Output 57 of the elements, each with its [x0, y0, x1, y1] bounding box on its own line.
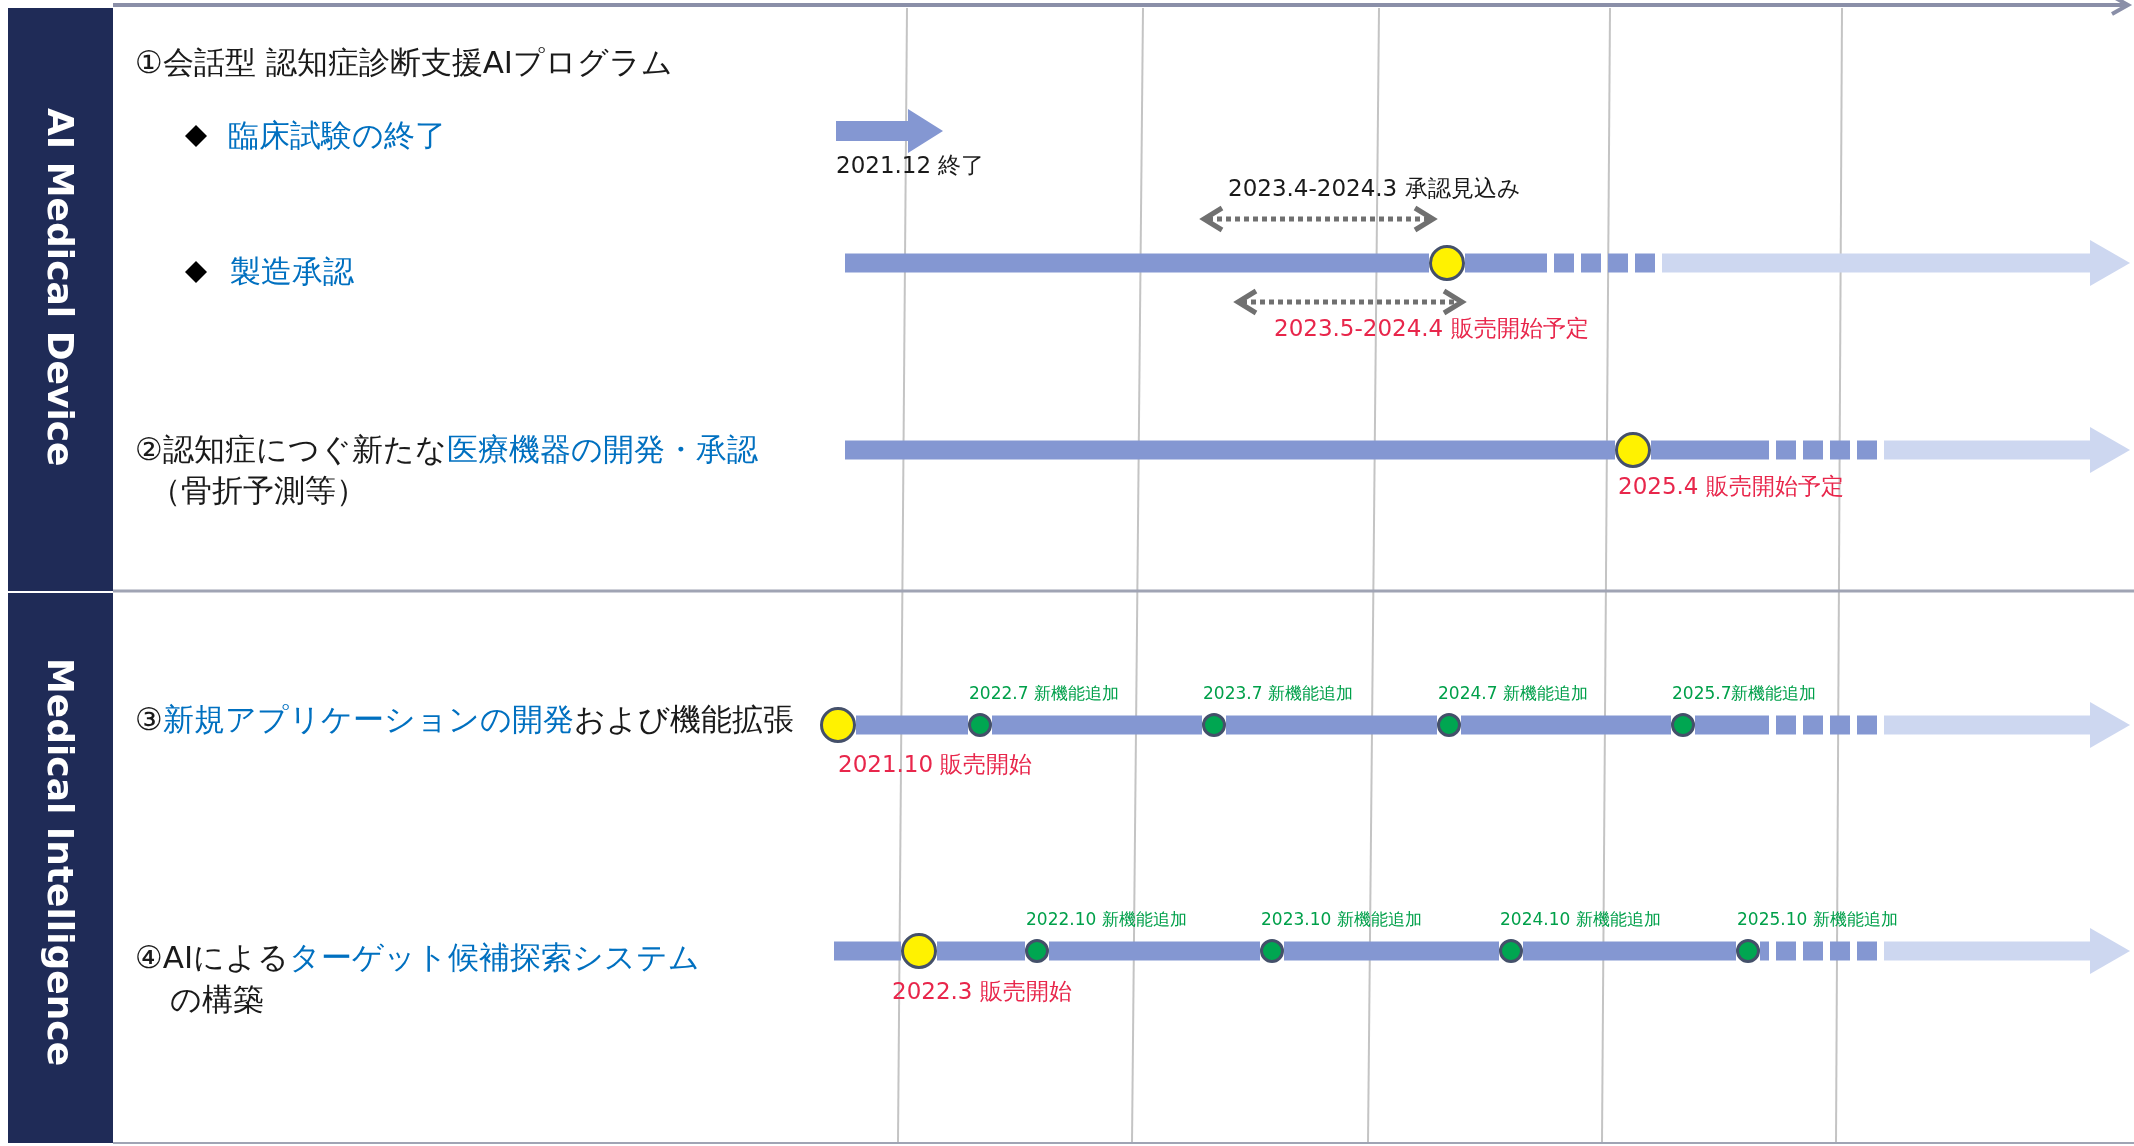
- milestone-label: 2022.10 新機能追加: [1026, 909, 1187, 931]
- timeline-bar: [1523, 941, 1736, 961]
- highlighted-text: 医療機器の開発・承認: [446, 430, 758, 467]
- label-text: および機能拡張: [573, 700, 794, 737]
- milestone-circle: [1736, 939, 1760, 963]
- timeline-bar: [992, 715, 1202, 735]
- highlighted-text: 臨床試験の終了: [228, 116, 446, 153]
- label-text: ④AIによる: [135, 938, 290, 975]
- section-title: AI Medical Device: [40, 108, 81, 467]
- milestone-label: 2023.10 新機能追加: [1261, 909, 1422, 931]
- timeline-bar: [834, 941, 901, 961]
- milestone-circle: [901, 933, 937, 969]
- timeline-arrow: [1465, 240, 2130, 286]
- section-band: [8, 593, 113, 1143]
- timeline-bar: [856, 715, 968, 735]
- section-title: Medical Intelligence: [40, 658, 81, 1067]
- milestone-label: 2022.7 新機能追加: [969, 683, 1119, 705]
- highlighted-text: ターゲット候補探索システム: [289, 938, 701, 975]
- milestone-label: 2024.10 新機能追加: [1500, 909, 1661, 931]
- highlighted-text: 2023.5-2024.4 販売開始予定: [1274, 315, 1589, 342]
- milestone-circle: [968, 713, 992, 737]
- timeline-bar: [1284, 941, 1499, 961]
- milestone-circle: [1615, 432, 1651, 468]
- milestone-circle: [1499, 939, 1523, 963]
- milestone-label: 2025.4 販売開始予定: [1618, 472, 1844, 501]
- milestone-circle: [1671, 713, 1695, 737]
- timeline-bar: [1226, 715, 1437, 735]
- label-text: ③: [135, 700, 163, 737]
- highlighted-text: 製造承認: [230, 252, 354, 289]
- milestone-circle: [1429, 245, 1465, 281]
- label-text: 2021.12 終了: [836, 152, 985, 179]
- label-text: ②認知症につぐ新たな: [135, 430, 447, 467]
- milestone-circle: [1025, 939, 1049, 963]
- milestone-circle: [1437, 713, 1461, 737]
- milestone-circle: [1260, 939, 1284, 963]
- milestone-label: 2023.7 新機能追加: [1203, 683, 1353, 705]
- label-text: 2023.4-2024.3 承認見込み: [1228, 175, 1521, 202]
- timeline-bar: [1461, 715, 1671, 735]
- milestone-circle: [1202, 713, 1226, 737]
- timeline-arrow: [1695, 702, 2130, 748]
- timeline-arrow: [1760, 928, 2130, 974]
- milestone-label: 2025.10 新機能追加: [1737, 909, 1898, 931]
- label-text: （骨折予測等）: [150, 471, 367, 508]
- milestone-label: 2024.7 新機能追加: [1438, 683, 1588, 705]
- milestone-label: 2022.3 販売開始: [892, 977, 1072, 1006]
- milestone-label: 2021.10 販売開始: [838, 750, 1033, 779]
- timeline-bar: [845, 440, 1615, 460]
- timeline-bar: [1049, 941, 1260, 961]
- timeline-bar: [845, 253, 1429, 273]
- timeline-bar: [937, 941, 1025, 961]
- label-text: ①会話型 認知症診断支援AIプログラム: [135, 43, 673, 80]
- label-text: の構築: [170, 980, 264, 1017]
- timeline-arrow: [1651, 427, 2130, 473]
- milestone-circle: [820, 707, 856, 743]
- highlighted-text: 新規アプリケーションの開発: [162, 700, 574, 737]
- milestone-label: 2025.7新機能追加: [1672, 683, 1817, 705]
- section-band: [8, 8, 113, 591]
